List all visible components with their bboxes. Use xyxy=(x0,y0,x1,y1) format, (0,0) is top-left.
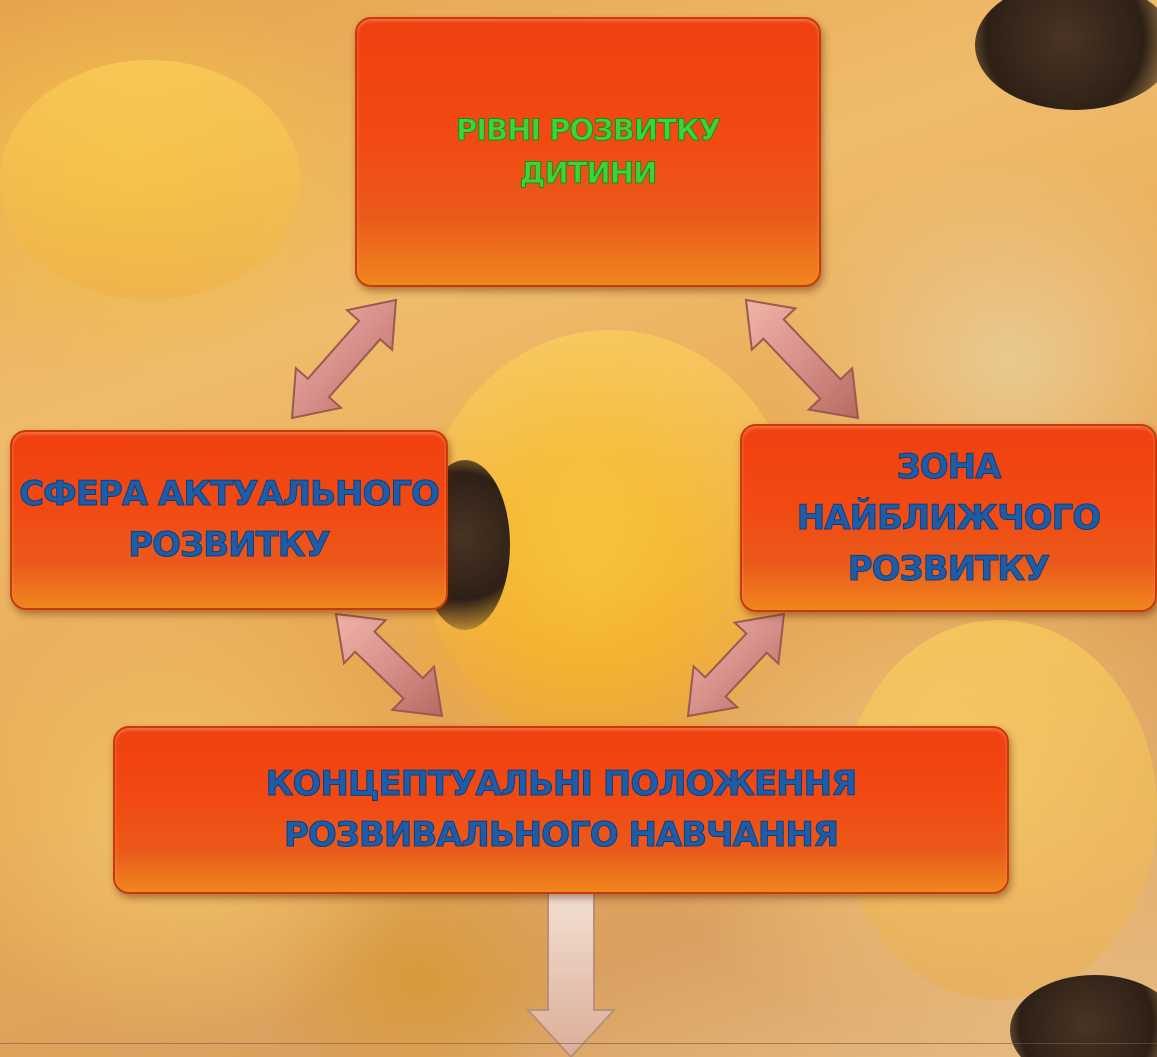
node-levels-label: РІВНІ РОЗВИТКУ ДИТИНИ xyxy=(455,112,721,191)
arrow-actual-concepts xyxy=(334,612,444,718)
node-actual-sphere-label: СФЕРА АКТУАЛЬНОГО РОЗВИТКУ xyxy=(19,474,441,566)
arrow-levels-actual xyxy=(290,298,398,420)
node-proximal-zone-label: ЗОНА НАЙБЛИЖЧОГО РОЗВИТКУ xyxy=(796,446,1101,589)
node-concepts-label: КОНЦЕПТУАЛЬНІ ПОЛОЖЕННЯ РОЗВИВАЛЬНОГО НА… xyxy=(265,764,858,856)
node-proximal-development-zone: ЗОНА НАЙБЛИЖЧОГО РОЗВИТКУ xyxy=(740,424,1157,612)
arrow-proximal-concepts xyxy=(686,612,786,718)
flower-center xyxy=(975,0,1157,110)
node-conceptual-provisions: КОНЦЕПТУАЛЬНІ ПОЛОЖЕННЯ РОЗВИВАЛЬНОГО НА… xyxy=(113,726,1009,894)
background-petal xyxy=(0,60,300,300)
arrow-down xyxy=(525,881,617,1057)
arrow-levels-proximal xyxy=(744,298,860,420)
node-levels-of-development: РІВНІ РОЗВИТКУ ДИТИНИ xyxy=(355,17,821,287)
bottom-divider xyxy=(0,1043,1157,1044)
node-actual-development-sphere: СФЕРА АКТУАЛЬНОГО РОЗВИТКУ xyxy=(10,430,448,610)
